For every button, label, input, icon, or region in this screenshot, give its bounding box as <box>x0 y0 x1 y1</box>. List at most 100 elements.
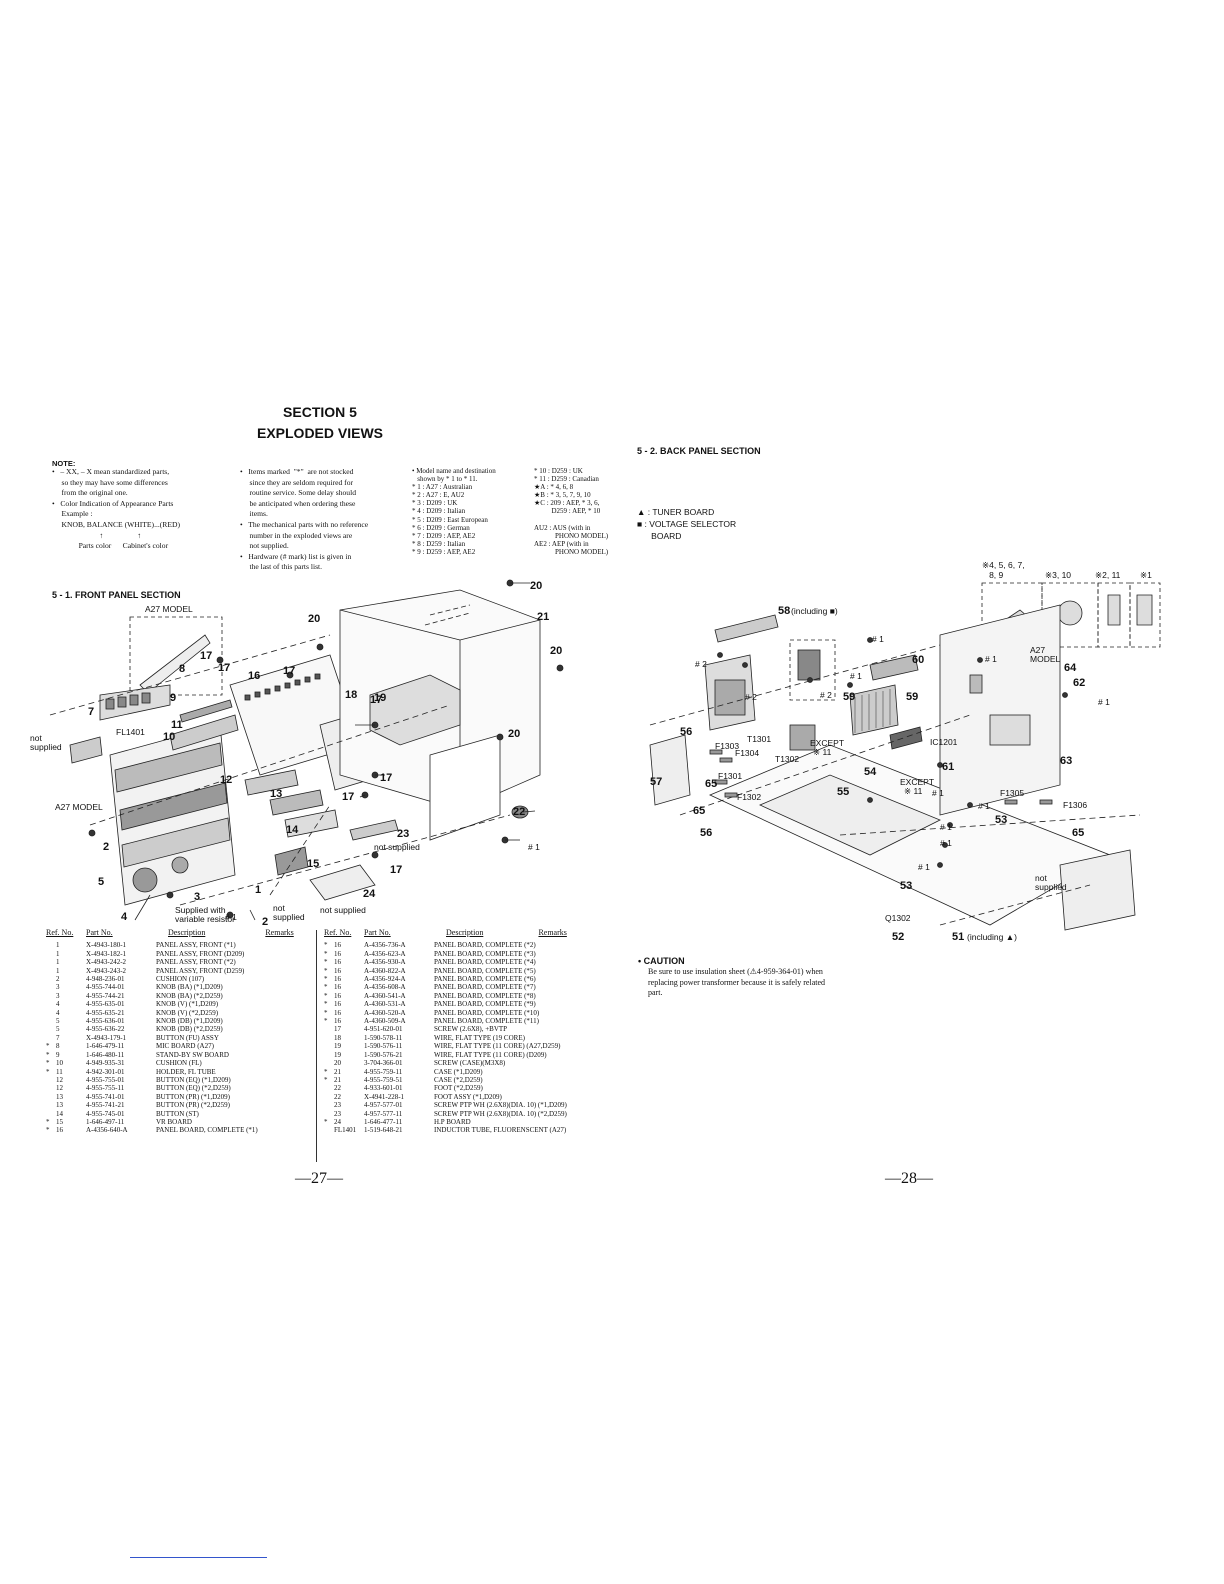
svg-text:10: 10 <box>163 731 175 743</box>
row-mark <box>46 1093 56 1101</box>
row-mark <box>46 1009 56 1017</box>
row-ref: 22 <box>334 1092 341 1101</box>
svg-text:supplied: supplied <box>30 742 62 752</box>
row-part-no: 4-957-577-11 <box>364 1109 403 1118</box>
row-part-no: A-4356-736-A <box>364 941 406 950</box>
row-ref: 1 <box>56 941 60 950</box>
svg-text:# 2: # 2 <box>820 690 832 700</box>
row-part-no: 4-955-759-11 <box>364 1067 403 1076</box>
row-description: PANEL BOARD, COMPLETE (*9) <box>434 1000 536 1009</box>
row-part-no: A-4360-509-A <box>364 1017 406 1026</box>
row-part-no: 4-955-755-11 <box>86 1084 125 1093</box>
row-mark <box>324 1110 334 1118</box>
front-panel-exploded-diagram: 20 21 20 20 20 22 17 17 17 17 18 19 16 1… <box>30 575 610 927</box>
parts-table-right: Ref. No. Part No. Description Remarks *1… <box>324 928 567 1135</box>
row-ref: 16 <box>334 983 341 992</box>
svg-text:F1301: F1301 <box>718 771 742 781</box>
note-col-3: • Model name and destination shown by * … <box>412 467 496 556</box>
row-mark: * <box>46 1059 50 1068</box>
row-description: VR BOARD <box>156 1117 192 1126</box>
svg-text:17: 17 <box>390 864 402 876</box>
svg-text:56: 56 <box>700 827 712 839</box>
svg-text:not supplied: not supplied <box>320 905 366 915</box>
row-mark <box>46 967 56 975</box>
row-mark <box>46 1034 56 1042</box>
svg-text:65: 65 <box>693 805 705 817</box>
row-ref: 2 <box>56 975 60 984</box>
svg-text:FL1401: FL1401 <box>116 727 145 737</box>
note-heading: NOTE: <box>52 459 76 468</box>
svg-text:11: 11 <box>171 719 183 731</box>
row-part-no: 4-955-745-01 <box>86 1109 125 1118</box>
row-mark: * <box>324 941 328 950</box>
svg-text:IC1201: IC1201 <box>930 737 958 747</box>
footer-rule <box>130 1557 267 1558</box>
svg-text:54: 54 <box>864 766 877 778</box>
row-part-no: A-4356-930-A <box>364 958 406 967</box>
row-part-no: A-4356-924-A <box>364 975 406 984</box>
svg-text:F1302: F1302 <box>737 792 761 802</box>
svg-text:65: 65 <box>1072 827 1084 839</box>
row-mark <box>46 1110 56 1118</box>
row-description: WIRE, FLAT TYPE (19 CORE) <box>434 1033 525 1042</box>
svg-text:# 1: # 1 <box>932 788 944 798</box>
row-mark <box>324 1126 334 1134</box>
svg-text:17: 17 <box>342 791 354 803</box>
row-mark: * <box>324 1075 328 1084</box>
row-mark: * <box>324 1017 328 1026</box>
row-ref: 16 <box>56 1126 63 1135</box>
row-ref: 9 <box>56 1050 60 1059</box>
svg-text:※ 11: ※ 11 <box>904 786 923 796</box>
svg-text:60: 60 <box>912 654 924 666</box>
row-part-no: 4-942-301-01 <box>86 1067 125 1076</box>
row-part-no: A-4360-520-A <box>364 1008 406 1017</box>
row-ref: 19 <box>334 1050 341 1059</box>
svg-text:supplied: supplied <box>1035 882 1067 892</box>
svg-text:A27 MODEL: A27 MODEL <box>145 604 193 614</box>
svg-text:24: 24 <box>363 888 376 900</box>
row-ref: 15 <box>56 1117 63 1126</box>
row-description: KNOB (DB) (*1,D209) <box>156 1017 223 1026</box>
row-description: CASE (*1,D209) <box>434 1067 483 1076</box>
svg-text:# 1: # 1 <box>978 801 990 811</box>
row-description: PANEL BOARD, COMPLETE (*5) <box>434 966 536 975</box>
row-part-no: A-4356-608-A <box>364 983 406 992</box>
svg-text:9: 9 <box>170 692 176 704</box>
row-mark: * <box>324 1067 328 1076</box>
table-divider <box>316 930 317 1162</box>
row-mark <box>46 992 56 1000</box>
row-description: STAND-BY SW BOARD <box>156 1050 229 1059</box>
back-legend: ▲ : TUNER BOARD ■ : VOLTAGE SELECTOR BOA… <box>637 506 736 542</box>
row-part-no: 1-646-480-11 <box>86 1050 125 1059</box>
row-mark <box>324 1042 334 1050</box>
plug-label-3: ※2, 11 <box>1095 570 1121 580</box>
row-description: WIRE, FLAT TYPE (11 CORE) (D209) <box>434 1050 547 1059</box>
row-description: INDUCTOR TUBE, FLUORENSCENT (A27) <box>434 1126 567 1135</box>
row-description: SCREW PTP WH (2.6X8)(DIA. 10) (*2,D259) <box>434 1109 567 1118</box>
row-description: KNOB (V) (*1,D209) <box>156 1000 219 1009</box>
svg-text:Q1302: Q1302 <box>885 913 911 923</box>
svg-text:# 1: # 1 <box>1098 697 1110 707</box>
svg-text:59: 59 <box>843 691 855 703</box>
row-part-no: 4-933-601-01 <box>364 1084 403 1093</box>
svg-text:not: not <box>1035 873 1047 883</box>
row-mark <box>324 1084 334 1092</box>
row-mark: * <box>324 1008 328 1017</box>
row-part-no: X-4943-179-1 <box>86 1033 127 1042</box>
